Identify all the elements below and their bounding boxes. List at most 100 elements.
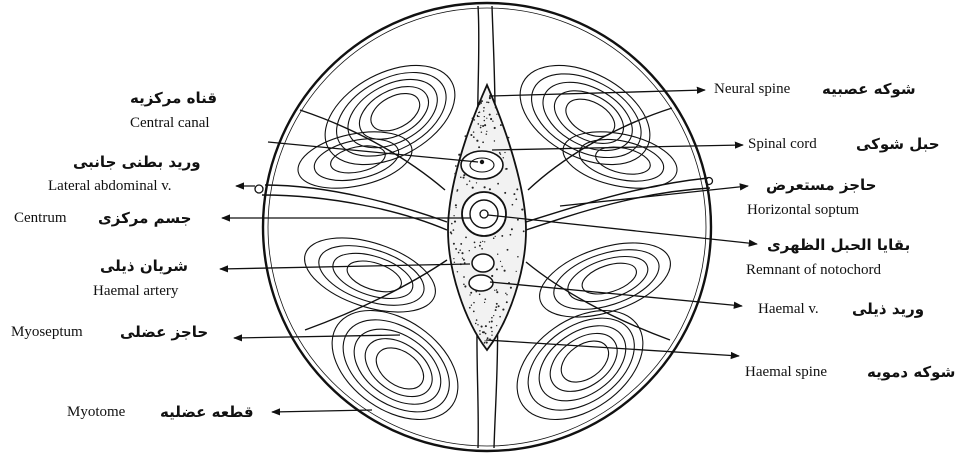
stipple-dot xyxy=(499,152,501,154)
stipple-dot xyxy=(473,302,475,304)
myotome-swirl-line xyxy=(311,132,403,187)
myotome-swirl-line xyxy=(312,288,478,442)
stipple-dot xyxy=(495,106,497,108)
stipple-dot xyxy=(480,242,481,243)
stipple-dot xyxy=(481,248,483,250)
stipple-dot xyxy=(480,127,482,129)
stipple-dot xyxy=(478,116,479,117)
stipple-dot xyxy=(453,215,454,216)
stipple-dot xyxy=(489,188,491,190)
stipple-dot xyxy=(460,177,462,179)
spinal-cord xyxy=(461,151,503,179)
myotome-swirl-line xyxy=(311,234,431,317)
stipple-dot xyxy=(484,124,486,126)
stipple-dot xyxy=(511,228,513,230)
stipple-dot xyxy=(492,121,493,122)
stipple-dot xyxy=(496,303,498,305)
stipple-dot xyxy=(455,207,456,208)
stipple-dot xyxy=(480,125,481,126)
myotome-swirl-line xyxy=(511,299,651,429)
label-horizontal-septum-en: Horizontal soptum xyxy=(747,203,859,218)
stipple-dot xyxy=(458,252,460,254)
stipple-dot xyxy=(454,262,455,263)
stipple-dot xyxy=(487,337,489,339)
stipple-dot xyxy=(459,249,461,251)
stipple-dot xyxy=(451,223,453,225)
stipple-dot xyxy=(469,294,470,295)
stipple-dot xyxy=(491,320,493,322)
label-spinal-cord-en: Spinal cord xyxy=(748,137,817,152)
stipple-dot xyxy=(455,248,457,250)
label-myotome-en: Myotome xyxy=(67,405,125,420)
stipple-dot xyxy=(454,173,456,175)
stipple-dot xyxy=(463,284,465,286)
stipple-dot xyxy=(485,325,487,327)
stipple-dot xyxy=(491,275,493,277)
stipple-dot xyxy=(486,342,488,344)
myotome-swirl-line xyxy=(323,55,461,173)
stipple-dot xyxy=(463,259,465,261)
stipple-dot xyxy=(473,311,475,313)
stipple-dot xyxy=(460,243,462,245)
label-myoseptum-fa: حاجز عضلی xyxy=(120,325,208,340)
stipple-dot xyxy=(484,298,486,300)
label-spinal-cord-fa: حبل شوکی xyxy=(856,137,940,152)
label-centrum-fa: جسم مرکزی xyxy=(98,211,191,226)
stipple-dot xyxy=(481,131,482,132)
stipple-dot xyxy=(490,118,492,120)
myotome-swirl-line xyxy=(546,80,633,154)
stipple-dot xyxy=(472,187,474,189)
stipple-dot xyxy=(490,327,492,329)
label-haemal-spine-fa: شوکه دمویه xyxy=(867,365,955,380)
stipple-dot xyxy=(505,293,506,294)
stipple-dot xyxy=(462,257,463,258)
stipple-dot xyxy=(510,234,512,236)
myotome-swirl-line xyxy=(540,322,628,404)
label-haemal-artery-en: Haemal artery xyxy=(93,284,178,299)
stipple-dot xyxy=(470,292,472,294)
myotome-swirl-line xyxy=(355,327,443,409)
stipple-dot xyxy=(516,188,518,190)
stipple-dot xyxy=(474,247,476,249)
pointer-haemal-artery xyxy=(220,264,470,269)
stipple-dot xyxy=(455,204,457,206)
stipple-dot xyxy=(464,135,466,137)
stipple-dot xyxy=(483,107,485,109)
label-haemal-spine-en: Haemal spine xyxy=(745,365,827,380)
stipple-dot xyxy=(515,198,517,200)
stipple-dot xyxy=(494,140,495,141)
stipple-dot xyxy=(500,124,502,126)
stipple-dot xyxy=(500,261,501,262)
stipple-dot xyxy=(457,271,458,272)
label-lateral-abdominal-en: Lateral abdominal v. xyxy=(48,179,172,194)
stipple-dot xyxy=(523,230,525,232)
stipple-dot xyxy=(486,131,487,132)
label-notochord-fa: بقایا الحبل الظهری xyxy=(767,238,910,253)
stipple-dot xyxy=(508,137,510,139)
stipple-dot xyxy=(463,177,465,179)
stipple-dot xyxy=(479,330,481,332)
pointer-myoseptum xyxy=(234,335,400,338)
stipple-dot xyxy=(455,165,457,167)
myotome-swirl-line xyxy=(518,57,656,175)
stipple-dot xyxy=(484,120,486,122)
stipple-dot xyxy=(489,321,491,323)
stipple-dot xyxy=(466,184,468,186)
stipple-dot xyxy=(497,254,498,255)
label-centrum-en: Centrum xyxy=(14,211,67,226)
stipple-dot xyxy=(480,98,481,99)
label-myoseptum-en: Myoseptum xyxy=(11,325,83,340)
stipple-dot xyxy=(521,209,523,211)
stipple-dot xyxy=(494,290,495,291)
myotome-swirl-line xyxy=(532,68,644,164)
stipple-dot xyxy=(479,245,481,247)
myotome-swirl-line xyxy=(525,310,640,416)
stipple-dot xyxy=(476,182,477,183)
stipple-dot xyxy=(495,309,497,311)
centrum xyxy=(462,192,506,236)
stipple-dot xyxy=(461,252,463,254)
stipple-dot xyxy=(473,136,475,138)
stipple-dot xyxy=(453,243,455,245)
stipple-dot xyxy=(474,242,476,244)
